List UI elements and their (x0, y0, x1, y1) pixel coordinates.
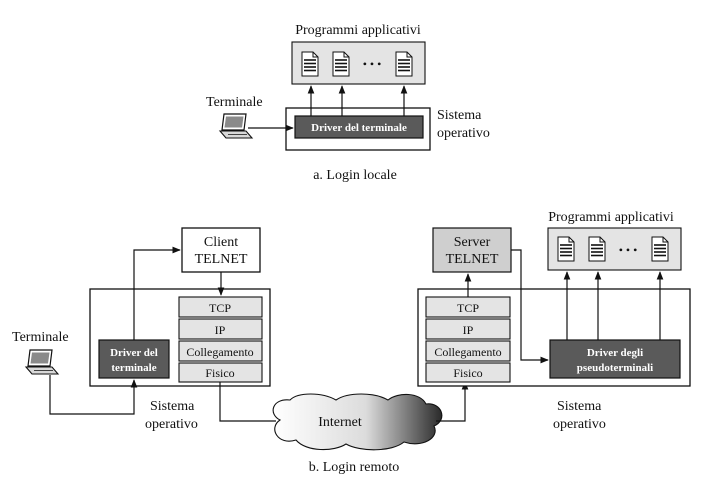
client-stack-physical: Fisico (205, 366, 234, 380)
client-driver-label-1: Driver del (110, 347, 158, 359)
client-stack-link: Collegamento (186, 345, 253, 359)
client-stack-layer (178, 318, 263, 340)
local-caption: a. Login locale (313, 168, 397, 183)
server-stack-ip: IP (463, 323, 474, 337)
local-os-label-2: operativo (437, 126, 490, 141)
client-telnet-label-2: TELNET (195, 252, 248, 267)
client-driver-label-2: terminale (111, 362, 156, 374)
remote-login-section: Client TELNET TCP IP Collegamento Fisico… (12, 210, 691, 475)
local-terminal-label: Terminale (206, 95, 263, 110)
client-stack-layer (178, 296, 263, 318)
remote-apps-title: Programmi applicativi (548, 210, 674, 225)
server-stack-tcp: TCP (457, 301, 479, 315)
pseudo-driver-label-1: Driver degli (587, 347, 643, 359)
local-apps-ellipsis: • • • (363, 57, 382, 71)
client-stack-layer (178, 340, 263, 362)
local-terminal-driver (294, 115, 424, 139)
remote-program-icon-2 (588, 236, 606, 262)
client-telnet-label-1: Client (204, 235, 238, 250)
server-os-label-2: operativo (553, 417, 606, 432)
server-stack-layer (425, 318, 511, 340)
client-telnet-box (181, 227, 261, 273)
local-apps-title: Programmi applicativi (295, 23, 421, 38)
server-stack-physical: Fisico (453, 366, 482, 380)
local-login-section: Programmi applicativi • • • Driver del t… (206, 23, 490, 183)
client-os-label-2: operativo (145, 417, 198, 432)
server-stack-link: Collegamento (434, 345, 501, 359)
pseudo-terminal-driver (549, 339, 681, 379)
remote-program-icon-1 (557, 236, 575, 262)
remote-apps-ellipsis: • • • (619, 243, 638, 257)
client-terminal-driver (98, 339, 170, 379)
client-stack-tcp: TCP (209, 301, 231, 315)
server-os-label-1: Sistema (557, 399, 602, 414)
server-stack-layer (425, 362, 511, 383)
local-terminal-laptop-icon (219, 113, 253, 139)
pseudo-driver-label-2: pseudoterminali (577, 362, 653, 374)
local-terminal-driver-label: Driver del terminale (311, 122, 407, 134)
remote-caption: b. Login remoto (309, 460, 400, 475)
local-os-label-1: Sistema (437, 108, 482, 123)
server-stack-layer (425, 340, 511, 362)
client-stack-ip: IP (215, 323, 226, 337)
server-telnet-box (432, 227, 512, 273)
server-protocol-stack: TCP IP Collegamento Fisico (425, 296, 511, 383)
client-protocol-stack: TCP IP Collegamento Fisico (178, 296, 263, 383)
driver-to-client-arrow (133, 246, 181, 340)
remote-program-icon-3 (651, 236, 669, 262)
client-os-label-1: Sistema (150, 399, 195, 414)
remote-terminal-label: Terminale (12, 330, 69, 345)
server-to-pseudo-driver-arrow (511, 249, 549, 364)
internet-label: Internet (318, 415, 362, 430)
local-program-icon-2 (332, 51, 350, 77)
remote-terminal-laptop-icon (25, 349, 59, 375)
internet-cloud (272, 393, 443, 451)
server-telnet-label-1: Server (454, 235, 491, 250)
terminal-to-driver-arrow (49, 375, 138, 415)
local-program-icon-1 (301, 51, 319, 77)
local-program-icon-3 (395, 51, 413, 77)
internet-to-server-physical-arrow (436, 381, 469, 422)
client-physical-to-internet-line (219, 382, 276, 422)
server-telnet-label-2: TELNET (446, 252, 499, 267)
